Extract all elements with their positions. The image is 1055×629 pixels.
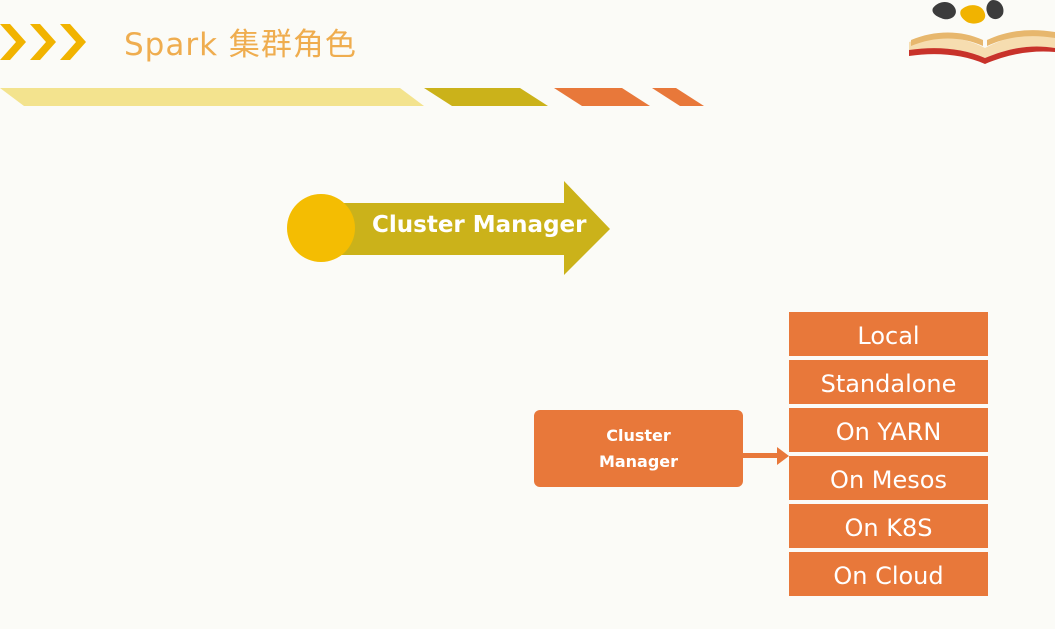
connector-arrow-icon xyxy=(743,447,789,465)
book-logo-icon xyxy=(909,0,1055,64)
cluster-manager-box: Cluster Manager xyxy=(534,410,743,487)
cluster-manager-arrow-label: Cluster Manager xyxy=(372,212,587,238)
mode-item-standalone: Standalone xyxy=(789,360,988,404)
mode-item-on-yarn: On YARN xyxy=(789,408,988,452)
mode-item-local: Local xyxy=(789,312,988,356)
header-chevron-icon xyxy=(0,24,86,60)
page-title: Spark 集群角色 xyxy=(124,27,357,63)
cluster-manager-arrow xyxy=(287,181,610,275)
mode-item-on-mesos: On Mesos xyxy=(789,456,988,500)
header-stripes xyxy=(0,88,704,106)
mode-item-on-k8s: On K8S xyxy=(789,504,988,548)
cluster-manager-box-line2: Manager xyxy=(598,451,679,471)
cluster-manager-box-line1: Cluster xyxy=(606,425,671,445)
mode-item-on-cloud: On Cloud xyxy=(789,552,988,596)
deploy-mode-list: Local Standalone On YARN On Mesos On K8S… xyxy=(789,312,988,600)
